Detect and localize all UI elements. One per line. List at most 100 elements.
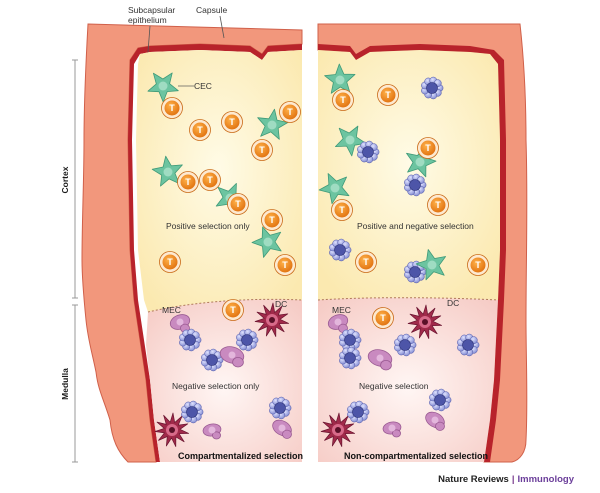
svg-text:T: T xyxy=(425,143,431,153)
right-caption: Non-compartmentalized selection xyxy=(344,451,488,461)
cortical-epithelial-cell xyxy=(318,173,350,205)
apoptotic-thymocyte xyxy=(201,348,224,372)
subcapsular-label-line2: epithelium xyxy=(128,15,167,25)
t-cell: T xyxy=(189,119,211,141)
t-cell: T xyxy=(227,193,249,215)
capsule-label: Capsule xyxy=(196,5,227,15)
t-cell: T xyxy=(261,209,283,231)
apoptotic-thymocyte xyxy=(457,333,480,357)
cortex-bracket xyxy=(72,59,78,299)
dendritic-cell xyxy=(254,302,290,337)
journal-branding: Nature Reviews|Immunology xyxy=(438,474,574,485)
t-cell: T xyxy=(251,139,273,161)
medulla-bracket xyxy=(72,304,78,463)
svg-text:T: T xyxy=(235,199,241,209)
svg-text:T: T xyxy=(339,205,345,215)
svg-text:T: T xyxy=(435,200,441,210)
t-cell: T xyxy=(222,299,244,321)
right-panel-non-compartmentalized xyxy=(317,23,528,463)
svg-text:T: T xyxy=(169,103,175,113)
cortical-epithelial-cell xyxy=(335,125,367,157)
svg-text:T: T xyxy=(282,260,288,270)
capsule-leader xyxy=(219,15,225,39)
publisher-name: Nature Reviews xyxy=(438,474,509,485)
cec-label: CEC xyxy=(194,81,212,91)
t-cell: T xyxy=(177,171,199,193)
dendritic-cell xyxy=(320,412,356,447)
t-cell: T xyxy=(159,251,181,273)
cortical-epithelial-cell xyxy=(151,155,183,187)
apoptotic-thymocyte xyxy=(179,328,202,352)
svg-text:T: T xyxy=(185,177,191,187)
mec-label-left: MEC xyxy=(162,305,181,315)
right-medulla-region xyxy=(318,297,498,462)
medullary-epithelial-cell xyxy=(382,421,402,438)
right-corticomedullary-border xyxy=(317,297,499,301)
t-cell: T xyxy=(417,137,439,159)
cortical-epithelial-cell xyxy=(251,226,282,258)
t-cell: T xyxy=(221,111,243,133)
cortex-label: Cortex xyxy=(60,166,70,193)
dendritic-cell xyxy=(154,412,190,447)
apoptotic-thymocyte xyxy=(181,400,204,424)
panel-divider xyxy=(305,20,316,465)
medullary-epithelial-cell xyxy=(327,314,349,333)
svg-text:T: T xyxy=(363,257,369,267)
apoptotic-thymocyte xyxy=(429,388,452,412)
right-cortex-region xyxy=(318,50,500,300)
t-cell: T xyxy=(427,194,449,216)
apoptotic-thymocyte xyxy=(347,400,370,424)
left-medulla-text: Negative selection only xyxy=(172,381,260,391)
right-medulla-text: Negative selection xyxy=(359,381,429,391)
t-cell: T xyxy=(377,84,399,106)
t-cell: T xyxy=(279,101,301,123)
svg-text:T: T xyxy=(259,145,265,155)
medulla-label: Medulla xyxy=(60,368,70,400)
medullary-epithelial-cell xyxy=(367,349,393,371)
svg-text:T: T xyxy=(229,117,235,127)
left-cortex-text: Positive selection only xyxy=(166,221,250,231)
subcapsular-leader xyxy=(147,25,151,53)
t-cell: T xyxy=(355,251,377,273)
t-cell: T xyxy=(199,169,221,191)
svg-text:T: T xyxy=(340,95,346,105)
apoptotic-thymocyte xyxy=(394,333,417,357)
cortical-epithelial-cell xyxy=(406,146,437,178)
cells-layer: T T T T T T T T T T T T T T T T T T T T xyxy=(147,63,489,447)
apoptotic-thymocyte xyxy=(404,173,427,197)
t-cell: T xyxy=(332,89,354,111)
journal-name: Immunology xyxy=(517,474,574,485)
svg-text:T: T xyxy=(385,90,391,100)
brand-separator: | xyxy=(511,474,515,485)
dendritic-cell xyxy=(407,304,443,339)
medullary-epithelial-cell xyxy=(169,314,191,333)
svg-text:T: T xyxy=(207,175,213,185)
apoptotic-thymocyte xyxy=(236,328,259,352)
svg-text:T: T xyxy=(287,107,293,117)
medullary-epithelial-cell xyxy=(219,346,245,368)
medullary-epithelial-cell xyxy=(272,419,292,439)
t-cell: T xyxy=(161,97,183,119)
dc-label-left: DC xyxy=(275,299,287,309)
cortical-epithelial-cell xyxy=(415,249,446,281)
apoptotic-thymocyte xyxy=(421,76,444,100)
left-capsule-tissue xyxy=(81,23,303,463)
t-cell: T xyxy=(467,254,489,276)
cortical-epithelial-cell xyxy=(257,108,289,140)
dc-label-right: DC xyxy=(447,298,459,308)
apoptotic-thymocyte xyxy=(357,140,380,164)
svg-text:T: T xyxy=(197,125,203,135)
subcapsular-label-line1: Subcapsular xyxy=(128,5,175,15)
mec-label-right: MEC xyxy=(332,305,351,315)
svg-text:T: T xyxy=(167,257,173,267)
svg-text:T: T xyxy=(380,313,386,323)
apoptotic-thymocyte xyxy=(339,328,362,352)
t-cell: T xyxy=(274,254,296,276)
svg-text:T: T xyxy=(230,305,236,315)
apoptotic-thymocyte xyxy=(269,396,292,420)
apoptotic-thymocyte xyxy=(404,260,427,284)
medullary-epithelial-cell xyxy=(202,423,222,440)
right-cortex-text: Positive and negative selection xyxy=(357,221,474,231)
svg-text:T: T xyxy=(269,215,275,225)
